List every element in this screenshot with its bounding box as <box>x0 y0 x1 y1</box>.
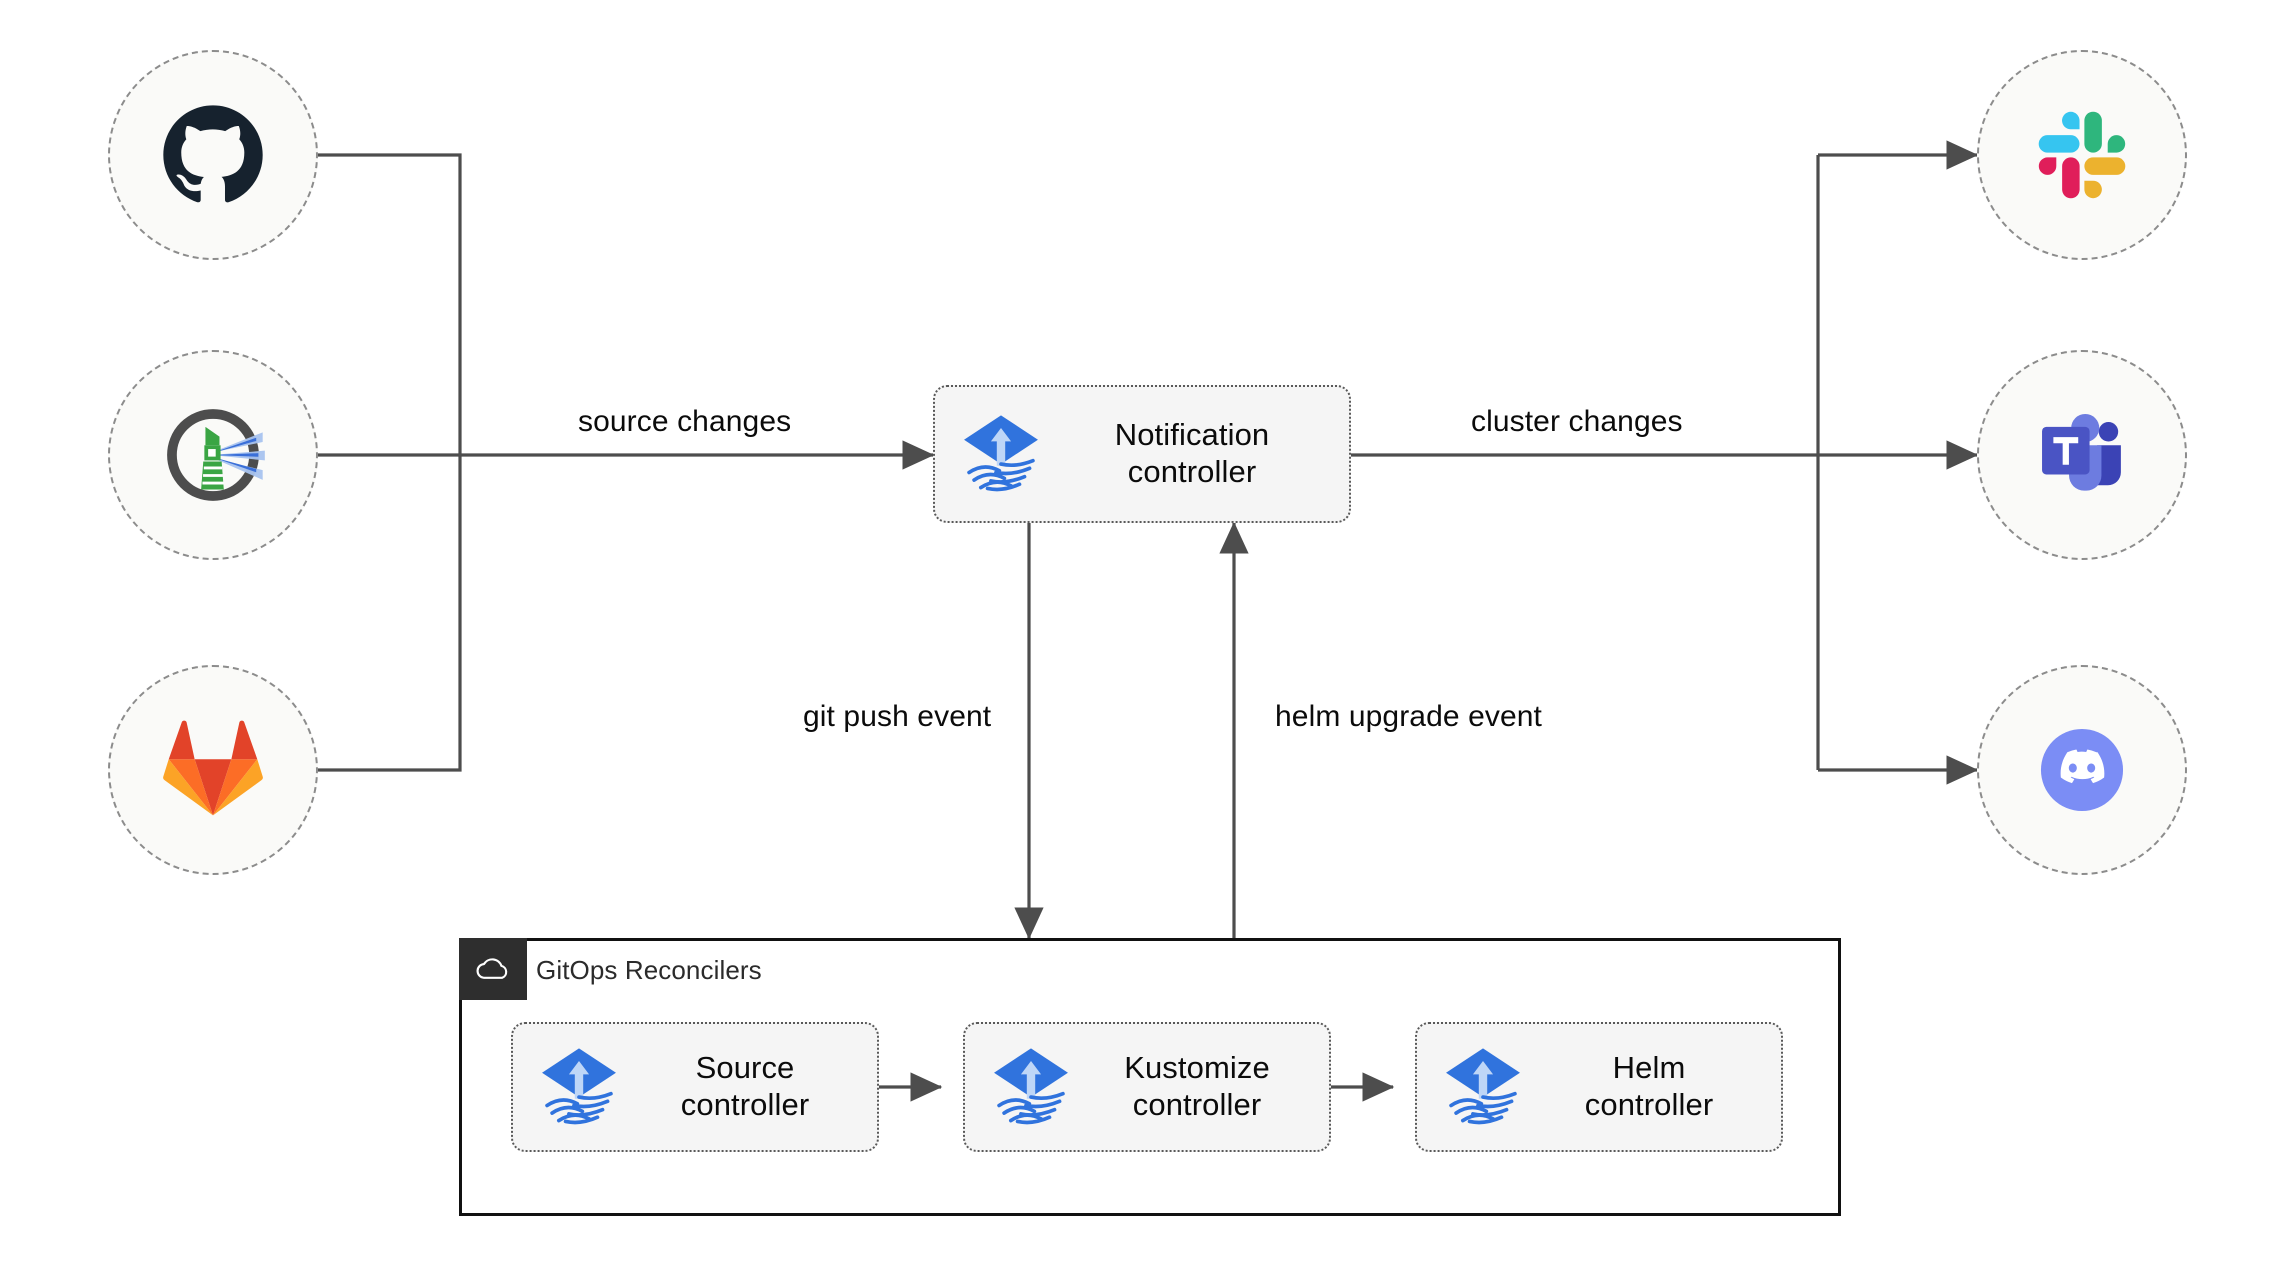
flux-logo-icon <box>959 412 1043 496</box>
github-icon <box>159 101 267 209</box>
edge-label-source-changes: source changes <box>578 405 792 438</box>
source-controller-label: Source controller <box>680 1050 810 1122</box>
edge-label-cluster-changes: cluster changes <box>1471 405 1683 438</box>
kustomize-controller-box[interactable]: Kustomize controller <box>963 1022 1331 1152</box>
source-node-flux-source[interactable] <box>108 350 318 560</box>
flux-logo-icon <box>1441 1045 1525 1129</box>
source-node-gitlab[interactable] <box>108 665 318 875</box>
gitops-reconcilers-container <box>459 938 1841 1216</box>
gitlab-icon <box>159 716 267 824</box>
source-node-github[interactable] <box>108 50 318 260</box>
helm-controller-label: Helm controller <box>1584 1050 1714 1122</box>
cloud-icon <box>459 938 527 1000</box>
flux-logo-icon <box>537 1045 621 1129</box>
flux-logo-icon <box>989 1045 1073 1129</box>
edge-github-to-trunk <box>318 153 462 455</box>
edge-label-git-push-event: git push event <box>803 700 992 733</box>
edge-gitlab-to-trunk <box>318 455 462 772</box>
notification-controller-box[interactable]: Notification controller <box>933 385 1351 523</box>
gitops-reconcilers-title: GitOps Reconcilers <box>536 955 762 985</box>
slack-icon <box>2028 101 2136 209</box>
notification-controller-label: Notification controller <box>1114 417 1270 489</box>
helm-controller-box[interactable]: Helm controller <box>1415 1022 1783 1152</box>
edge-label-helm-upgrade-event: helm upgrade event <box>1275 700 1542 733</box>
source-controller-box[interactable]: Source controller <box>511 1022 879 1152</box>
ms-teams-icon <box>2028 401 2136 509</box>
destination-node-discord[interactable] <box>1977 665 2187 875</box>
discord-icon <box>2028 716 2136 824</box>
destination-node-microsoft-teams[interactable] <box>1977 350 2187 560</box>
kustomize-controller-label: Kustomize controller <box>1124 1050 1270 1122</box>
destination-node-slack[interactable] <box>1977 50 2187 260</box>
flux-lighthouse-icon <box>159 401 267 509</box>
